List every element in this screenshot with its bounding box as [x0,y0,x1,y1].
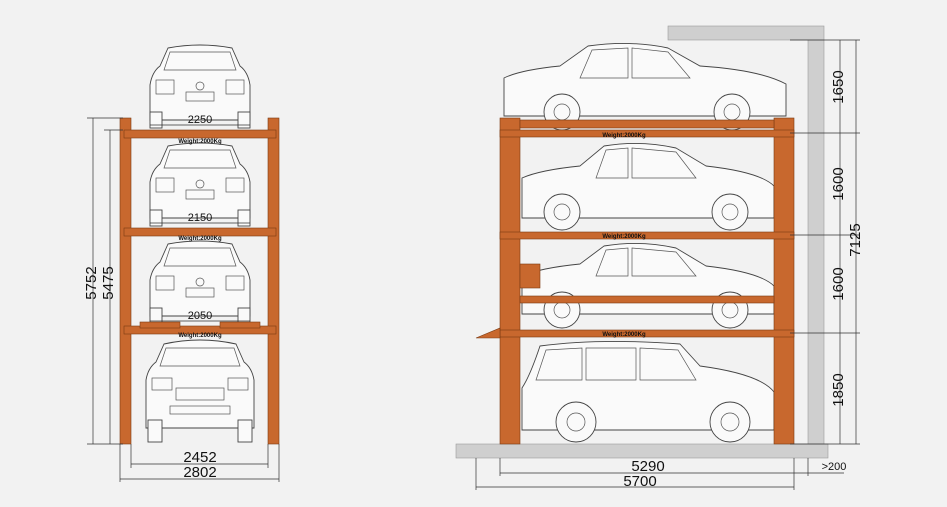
level-height-2: 1600 [830,167,847,200]
front-height-outer: 5752 [83,266,100,299]
wall-clearance: >200 [822,461,847,473]
side-car-level-3 [521,242,775,329]
wall [807,39,825,445]
side-carriage [519,263,541,289]
front-left-pillar [119,117,132,445]
total-height: 7125 [847,223,864,256]
front-car-top [149,44,251,129]
side-view: Weight:2000Kg Weight:2000Kg Weight:2000K… [455,25,864,490]
front-height-inner: 5475 [100,266,117,299]
front-tray-left [139,321,181,329]
side-platform-3 [519,295,775,304]
front-width-outer: 2802 [183,464,216,481]
side-ramp [475,327,501,339]
front-view: 2250 Weight:2000Kg 2150 Weight:2000Kg 20… [83,44,280,482]
front-beam-2 [123,227,277,237]
front-weight-label-3: Weight:2000Kg [178,333,222,339]
front-platform-width-3: 2050 [188,310,212,322]
front-tray-right [219,321,261,329]
side-car-level-2 [521,142,775,231]
front-car-level-2 [149,142,251,227]
front-right-pillar [267,117,280,445]
side-weight-label-3: Weight:2000Kg [602,332,646,338]
side-suv-bottom [521,340,775,443]
side-platform-1 [519,119,775,129]
side-right-pillar [773,117,795,445]
level-height-3: 1600 [830,267,847,300]
side-beam-3 [499,329,795,338]
side-beam-2 [499,231,795,240]
level-height-1: 1650 [830,70,847,103]
side-beam-1 [499,129,795,138]
front-weight-label-2: Weight:2000Kg [178,236,222,242]
front-beam-3 [123,325,277,335]
front-width-inner: 2452 [183,449,216,466]
front-platform-width-1: 2250 [188,114,212,126]
side-length-outer: 5700 [623,473,656,490]
side-weight-label-1: Weight:2000Kg [602,133,646,139]
ceiling [667,25,825,41]
ground-slab [455,443,829,459]
side-weight-label-2: Weight:2000Kg [602,234,646,240]
front-platform-width-2: 2150 [188,212,212,224]
front-suv-bottom [145,339,255,443]
side-car-top [503,42,787,131]
side-length-inner: 5290 [631,458,664,475]
side-left-pillar [499,117,521,445]
level-height-4: 1850 [830,373,847,406]
front-beam-1 [123,129,277,139]
front-weight-label-1: Weight:2000Kg [178,139,222,145]
